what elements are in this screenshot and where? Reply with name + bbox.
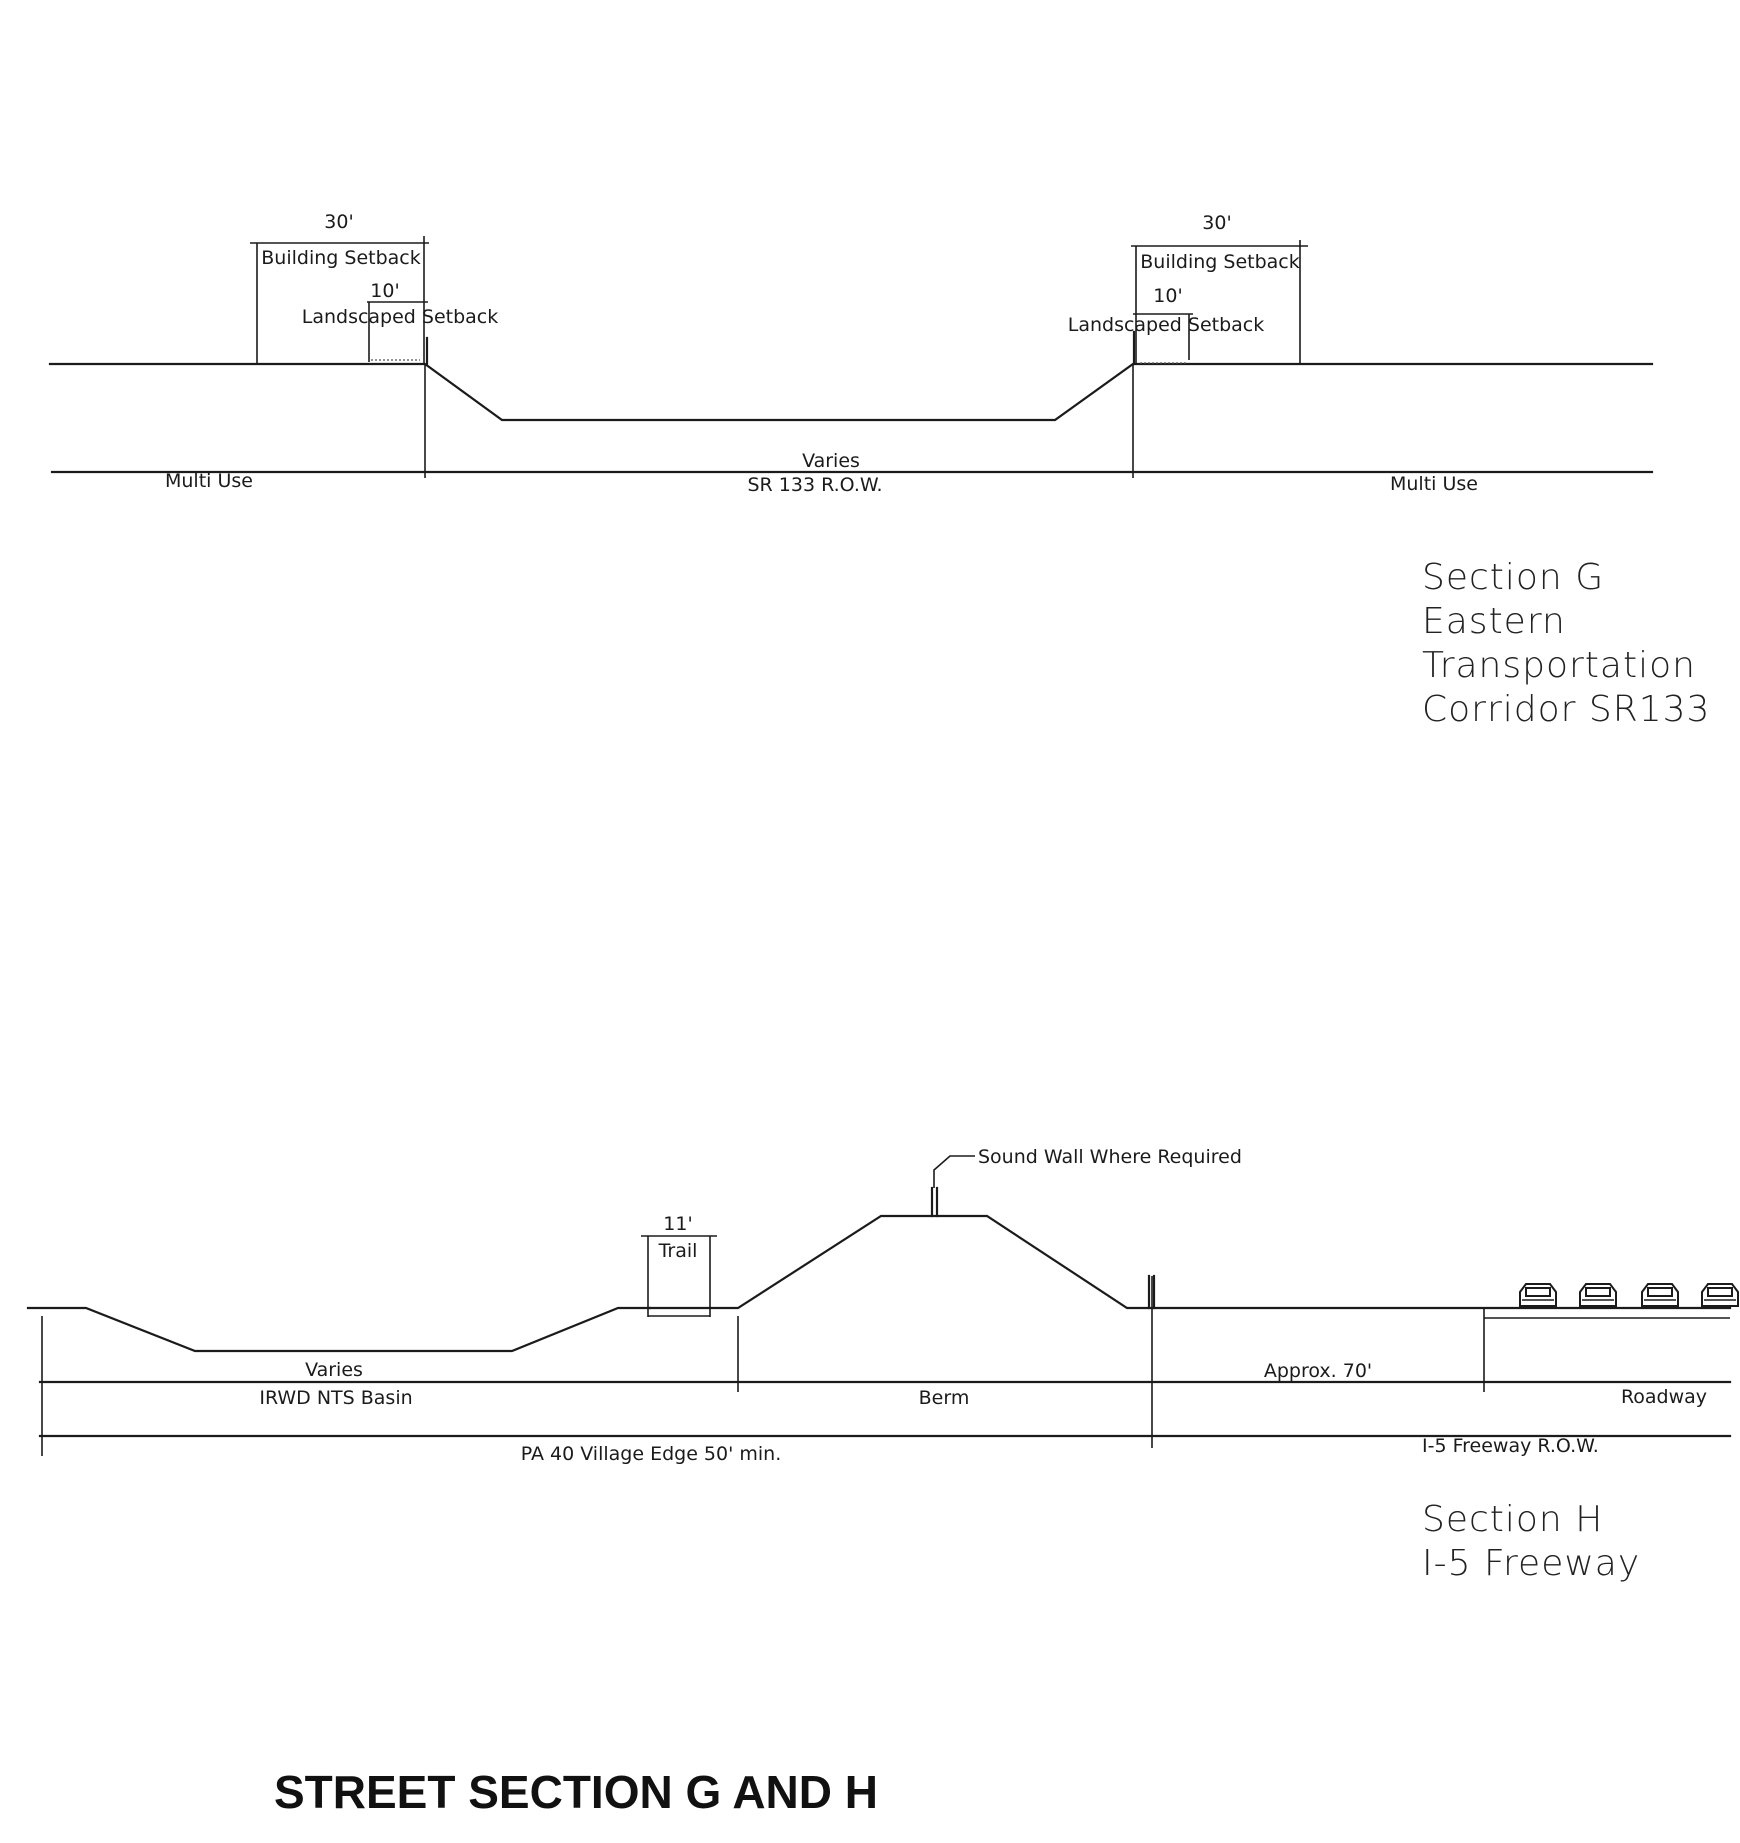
section-h-caption-line-2: I-5 Freeway: [1422, 1543, 1640, 1584]
car-icon: [1579, 1283, 1617, 1307]
freeway-row-label: I-5 Freeway R.O.W.: [1422, 1435, 1599, 1457]
car-icon: [1701, 1283, 1739, 1307]
trail-dim: 11': [663, 1213, 692, 1235]
section-h-caption-line-1: Section H: [1422, 1499, 1603, 1540]
car-icon: [1641, 1283, 1679, 1307]
section-g-caption-line-3: Transportation: [1422, 645, 1696, 686]
section-g-right-setbacks: [1131, 240, 1308, 364]
section-h-profile: [26, 1186, 1732, 1456]
sound-wall-label: Sound Wall Where Required: [978, 1146, 1242, 1168]
left-building-setback-dim: 30': [324, 211, 353, 233]
section-g-caption-line-2: Eastern: [1422, 601, 1566, 642]
approx-70-label: Approx. 70': [1264, 1360, 1372, 1382]
left-landscaped-setback-dim: 10': [370, 280, 399, 302]
left-landscaped-setback-label: Landscaped Setback: [302, 306, 499, 328]
sr133-row-label: SR 133 R.O.W.: [747, 474, 882, 496]
left-multi-use-label: Multi Use: [165, 470, 253, 492]
page-title: STREET SECTION G AND H: [274, 1766, 878, 1818]
right-landscaped-setback-label: Landscaped Setback: [1068, 314, 1265, 336]
right-building-setback-dim: 30': [1202, 212, 1231, 234]
section-g-caption-line-4: Corridor SR133: [1422, 689, 1710, 730]
basin-varies-label: Varies: [305, 1359, 363, 1381]
trail-dimension: [641, 1235, 717, 1317]
right-building-setback-label: Building Setback: [1140, 251, 1299, 273]
center-varies-label: Varies: [802, 450, 860, 472]
roadway-label: Roadway: [1621, 1386, 1707, 1408]
right-landscaped-setback-dim: 10': [1153, 285, 1182, 307]
berm-label: Berm: [919, 1387, 970, 1409]
section-g-left-setbacks: [250, 236, 429, 364]
right-multi-use-label: Multi Use: [1390, 473, 1478, 495]
section-g-caption-line-1: Section G: [1422, 557, 1604, 598]
car-icon: [1519, 1283, 1557, 1307]
sound-wall-leader: [933, 1155, 975, 1188]
trail-label: Trail: [658, 1240, 698, 1262]
left-building-setback-label: Building Setback: [261, 247, 420, 269]
section-g-profile: [48, 330, 1654, 478]
village-edge-label: PA 40 Village Edge 50' min.: [521, 1443, 782, 1465]
irwd-basin-label: IRWD NTS Basin: [259, 1387, 412, 1409]
